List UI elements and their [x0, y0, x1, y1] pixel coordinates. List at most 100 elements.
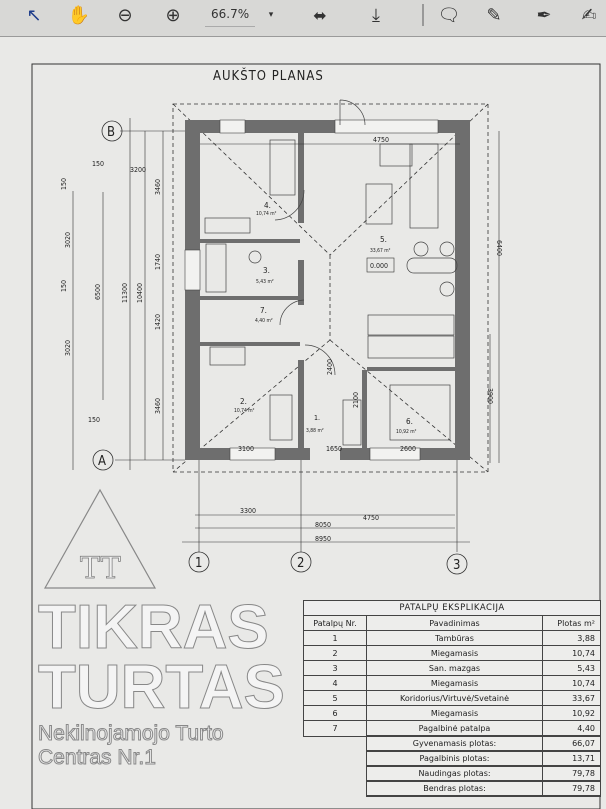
- drawing-frame: [31, 63, 601, 809]
- axis-3-label: 3: [453, 558, 460, 573]
- axis-markers: [92, 120, 468, 575]
- room-explication-table: PATALPŲ EKSPLIKACIJA Patalpų Nr. Pavadin…: [303, 600, 601, 797]
- cell-area: 3,88: [542, 630, 601, 646]
- cell-area: 10,74: [542, 645, 601, 661]
- room-2-number: 2.: [240, 397, 247, 406]
- room-3-number: 3.: [263, 266, 270, 275]
- cell-number: 1: [303, 630, 367, 646]
- windows: [184, 119, 439, 461]
- zoom-in-icon[interactable]: ⊕: [165, 4, 181, 26]
- dim-3460-b: 3460: [154, 398, 162, 414]
- hand-pan-icon[interactable]: ✋: [67, 4, 91, 26]
- cell-name: Koridorius/Virtuvė/Svetainė: [366, 690, 543, 706]
- cell-area: 10,74: [542, 675, 601, 691]
- cell-area: 10,92: [542, 705, 601, 721]
- summary-label: Naudingas plotas:: [366, 765, 543, 782]
- dim-11300: 11300: [121, 283, 129, 303]
- dim-10400: 10400: [136, 283, 144, 303]
- zoom-out-icon[interactable]: ⊖: [117, 4, 133, 26]
- cell-area: 5,43: [542, 660, 601, 676]
- zoom-dropdown-icon[interactable]: ▾: [268, 10, 274, 20]
- cell-number: 5: [303, 690, 367, 706]
- summary-row: Gyvenamasis plotas:66,07: [304, 735, 601, 752]
- dim-1740: 1740: [154, 254, 162, 270]
- cell-number: 7: [303, 720, 367, 737]
- cell-name: Miegamasis: [366, 675, 543, 691]
- dim-2600: 2600: [400, 445, 416, 453]
- furniture: [204, 99, 458, 446]
- summary-value: 13,71: [542, 750, 601, 767]
- level-mark-box: [366, 257, 395, 273]
- summary-value: 79,78: [542, 780, 601, 797]
- room-4-area: 10,74 m²: [256, 211, 277, 217]
- level-mark: 0.000: [370, 262, 388, 270]
- dim-3020-a: 3020: [64, 232, 72, 248]
- sign-icon[interactable]: ✒: [536, 4, 552, 26]
- axis-a-label: A: [98, 454, 106, 469]
- dim-6500: 6500: [94, 284, 102, 300]
- cell-number: 6: [303, 705, 367, 721]
- pen-icon[interactable]: ✎: [486, 4, 502, 26]
- room-6-number: 6.: [406, 417, 413, 426]
- dimension-lines: [72, 118, 500, 552]
- toolbar-divider: [422, 4, 424, 26]
- select-arrow-icon[interactable]: ↖: [26, 4, 42, 26]
- zoom-level: 66.7%: [211, 7, 250, 21]
- dim-150-b: 150: [60, 178, 68, 190]
- summary-value: 66,07: [542, 735, 601, 752]
- cell-number: 2: [303, 645, 367, 661]
- cell-area: 33,67: [542, 690, 601, 706]
- room-1-area: 3,88 m²: [306, 428, 324, 434]
- dim-1650: 1650: [326, 445, 342, 453]
- dim-8950: 8950: [315, 535, 331, 543]
- dimension-labels: 4750 6400 3900 3200 150 150 150 150 3020…: [60, 136, 503, 543]
- dim-3020-b: 3020: [64, 340, 72, 356]
- dim-3300: 3300: [240, 507, 256, 515]
- summary-label: Gyvenamasis plotas:: [366, 735, 543, 752]
- room-5-number: 5.: [380, 235, 387, 244]
- cell-name: Miegamasis: [366, 705, 543, 721]
- dim-1420: 1420: [154, 314, 162, 330]
- dim-3460-a: 3460: [154, 179, 162, 195]
- walls: [185, 120, 470, 460]
- axis-b-label: B: [107, 125, 115, 140]
- room-7-number: 7.: [260, 306, 267, 315]
- room-5-area: 33,67 m²: [370, 248, 391, 254]
- header-name: Pavadinimas: [366, 615, 543, 631]
- dim-3900: 3900: [486, 388, 494, 404]
- comment-icon[interactable]: 🗨: [437, 4, 461, 26]
- header-room-number: Patalpų Nr.: [303, 615, 367, 631]
- summary-row: Bendras plotas:79,78: [304, 780, 601, 797]
- room-7-area: 4,40 m²: [255, 318, 273, 324]
- fit-page-icon[interactable]: ⬌: [313, 5, 327, 25]
- pdf-toolbar: ↖ ✋ ⊖ ⊕ 66.7% ▾ ⬌ ⤓ 🗨 ✎ ✒ ✍: [0, 0, 606, 37]
- watermark: TIKRAS TURTAS Nekilnojamojo Turto Centra…: [38, 596, 300, 770]
- dim-150-a: 150: [92, 160, 104, 168]
- dim-6400: 6400: [495, 240, 503, 256]
- watermark-logo-mark: TT: [43, 488, 157, 589]
- cell-name: Tambūras: [366, 630, 543, 646]
- room-labels: 1. 3,88 m² 2. 10,74 m² 3. 5,43 m² 4. 10,…: [234, 201, 417, 435]
- room-2-area: 10,74 m²: [234, 408, 255, 414]
- dim-150-c: 150: [60, 280, 68, 292]
- dim-3200: 3200: [130, 166, 146, 174]
- scroll-down-icon[interactable]: ⤓: [372, 4, 380, 26]
- room-3-area: 5,43 m²: [256, 279, 274, 285]
- table-header-row: Patalpų Nr. Pavadinimas Plotas m²: [303, 615, 601, 631]
- zoom-level-field[interactable]: 66.7%: [205, 2, 255, 27]
- table-title: PATALPŲ EKSPLIKACIJA: [303, 600, 601, 615]
- dim-3100: 3100: [238, 445, 254, 453]
- summary-label: Bendras plotas:: [366, 780, 543, 797]
- edit-icon[interactable]: ✍: [581, 4, 597, 26]
- cell-name: San. mazgas: [366, 660, 543, 676]
- cell-number: 3: [303, 660, 367, 676]
- dim-2400: 2400: [326, 359, 334, 375]
- dim-4750-top: 4750: [373, 136, 389, 144]
- room-1-number: 1.: [314, 414, 320, 422]
- watermark-subtitle: Nekilnojamojo Turto Centras Nr.1: [38, 722, 225, 770]
- summary-row: Naudingas plotas:79,78: [304, 765, 601, 782]
